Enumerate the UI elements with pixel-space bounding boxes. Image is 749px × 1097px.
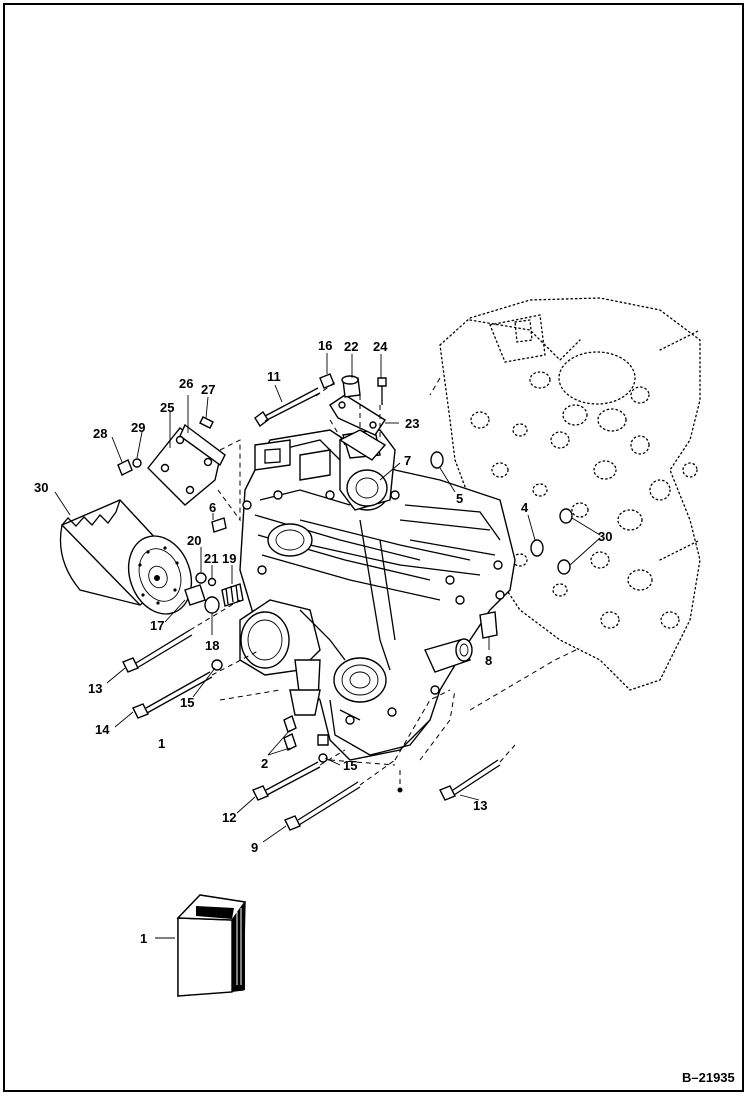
callout-9: 9 xyxy=(251,840,258,855)
gasket-kit-box xyxy=(176,894,247,997)
oil-filter xyxy=(59,499,193,615)
engine-block xyxy=(439,297,701,691)
top-fittings xyxy=(254,373,387,461)
callout-6: 6 xyxy=(209,500,216,515)
callout-4: 4 xyxy=(521,500,529,515)
callout-17: 17 xyxy=(150,618,164,633)
leader-lines xyxy=(54,353,601,939)
long-bolts xyxy=(122,599,516,831)
callout-13-right: 13 xyxy=(473,798,487,813)
reference-code: B–21935 xyxy=(682,1070,735,1085)
callout-30-ring: 30 xyxy=(598,529,612,544)
callout-7: 7 xyxy=(404,453,411,468)
callout-18: 18 xyxy=(205,638,219,653)
callout-25: 25 xyxy=(160,400,174,415)
callout-8: 8 xyxy=(485,653,492,668)
callout-22: 22 xyxy=(344,339,358,354)
callout-29: 29 xyxy=(131,420,145,435)
callout-1: 1 xyxy=(140,931,147,946)
small-parts xyxy=(184,451,573,763)
callout-15-upper: 15 xyxy=(180,695,194,710)
callout-11: 11 xyxy=(267,369,281,384)
callout-12: 12 xyxy=(222,810,236,825)
cover-plate xyxy=(117,416,241,522)
water-pump-housing xyxy=(219,599,346,716)
callout-21: 21 xyxy=(204,551,218,566)
callout-28: 28 xyxy=(93,426,107,441)
callout-14: 14 xyxy=(95,722,110,737)
callout-26: 26 xyxy=(179,376,193,391)
callout-20: 20 xyxy=(187,533,201,548)
callout-16: 16 xyxy=(318,338,332,353)
callout-27: 27 xyxy=(201,382,215,397)
callout-labels: 30 28 29 25 26 27 11 16 22 24 23 7 5 4 3… xyxy=(34,338,612,946)
callout-24: 24 xyxy=(373,339,388,354)
callout-30-filter: 30 xyxy=(34,480,48,495)
callout-2: 2 xyxy=(261,756,268,771)
callout-16-lower: 1 xyxy=(158,736,165,751)
callout-13-left: 13 xyxy=(88,681,102,696)
callout-23: 23 xyxy=(405,416,419,431)
gear-case xyxy=(239,429,516,766)
callout-15-lower: 15 xyxy=(343,758,357,773)
callout-19: 19 xyxy=(222,551,236,566)
callout-5: 5 xyxy=(456,491,463,506)
